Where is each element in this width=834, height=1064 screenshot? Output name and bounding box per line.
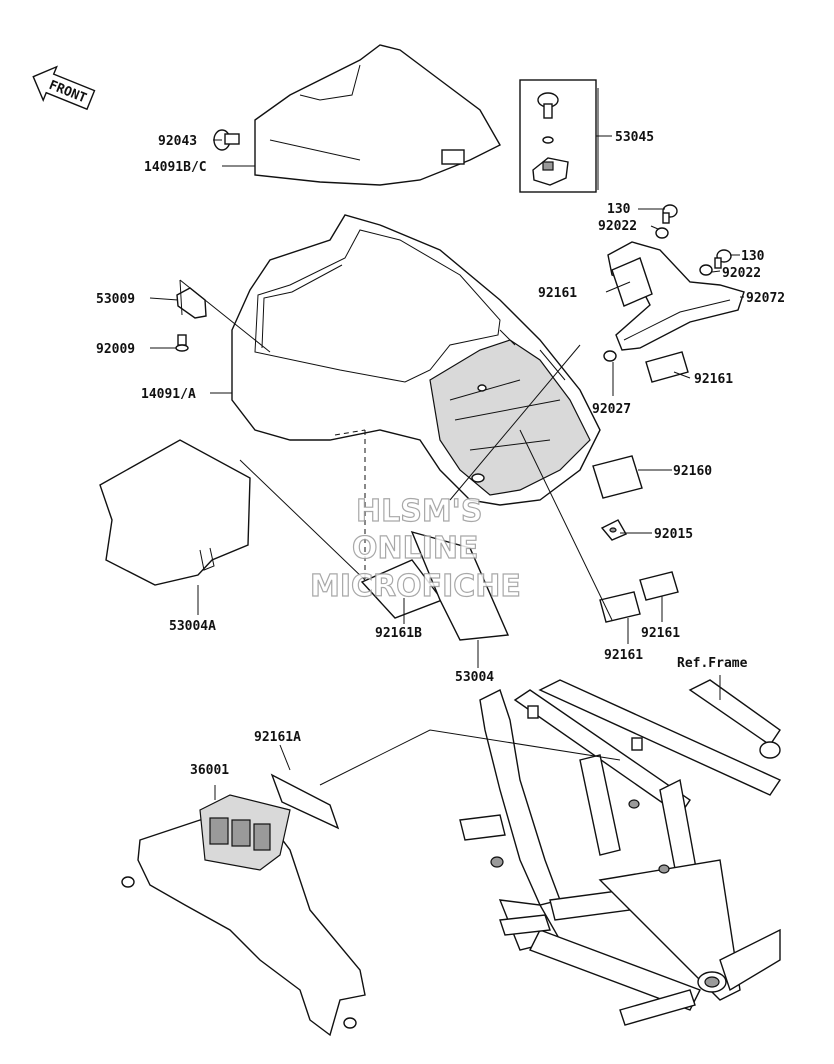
watermark-line-3: MICROFICHE	[310, 569, 521, 604]
label-92161-lower-left: 92161	[604, 648, 643, 663]
pad-92161-upper	[611, 257, 653, 307]
pad-92161-lower-right	[639, 571, 679, 601]
pad-92161-lower-left	[599, 591, 641, 623]
pad-92161-right	[645, 351, 689, 383]
washer-92022-right-icon	[699, 264, 713, 276]
watermark: HLSM'S ONLINE MICROFICHE	[309, 493, 521, 604]
pad-53004	[410, 530, 510, 641]
label-14091a: 14091/A	[141, 387, 196, 402]
watermark-line-2: ONLINE	[352, 531, 479, 566]
label-130-right: 130	[741, 249, 765, 264]
main-cover-14091a	[231, 214, 601, 506]
bolt-130-right-icon	[714, 249, 732, 269]
label-130-top: 130	[607, 202, 631, 217]
bolt-130-top-icon	[662, 204, 678, 224]
label-36001: 36001	[190, 763, 229, 778]
label-53004: 53004	[455, 670, 494, 685]
label-92072: 92072	[746, 291, 785, 306]
washer-92022-top-icon	[655, 227, 669, 239]
label-92161-right: 92161	[694, 372, 733, 387]
label-92161-upper: 92161	[538, 286, 577, 301]
front-arrow-icon: FRONT	[32, 65, 96, 111]
fastener-kit-53045	[519, 79, 597, 193]
label-92027: 92027	[592, 402, 631, 417]
label-92043: 92043	[158, 134, 197, 149]
washer-92027-icon	[603, 350, 617, 362]
label-92015: 92015	[654, 527, 693, 542]
label-92022-right: 92022	[722, 266, 761, 281]
nut-92015-icon	[600, 519, 627, 541]
label-14091bc: 14091B/C	[144, 160, 207, 175]
label-92009: 92009	[96, 342, 135, 357]
label-92161b-pad: 92161B	[375, 626, 422, 641]
pad-92160	[592, 455, 643, 499]
label-92161a: 92161A	[254, 730, 301, 745]
frame-reference	[459, 679, 782, 1026]
label-92160: 92160	[673, 464, 712, 479]
leader-lines	[149, 88, 744, 800]
pad-53004a	[99, 439, 251, 586]
label-53045: 53045	[615, 130, 654, 145]
label-53004a: 53004A	[169, 619, 216, 634]
screw-92009-icon	[175, 334, 189, 352]
top-cover-14091bc	[254, 44, 501, 186]
label-ref-frame: Ref.Frame	[677, 656, 748, 671]
part-labels: 92043 14091B/C 53045 130 92022 130 92022…	[96, 130, 785, 778]
label-92022-top: 92022	[598, 219, 637, 234]
label-53009: 53009	[96, 292, 135, 307]
pad-92161a	[270, 773, 340, 830]
duct-36001	[121, 794, 366, 1037]
watermark-line-1: HLSM'S	[356, 494, 482, 529]
label-92161-lower-right: 92161	[641, 626, 680, 641]
